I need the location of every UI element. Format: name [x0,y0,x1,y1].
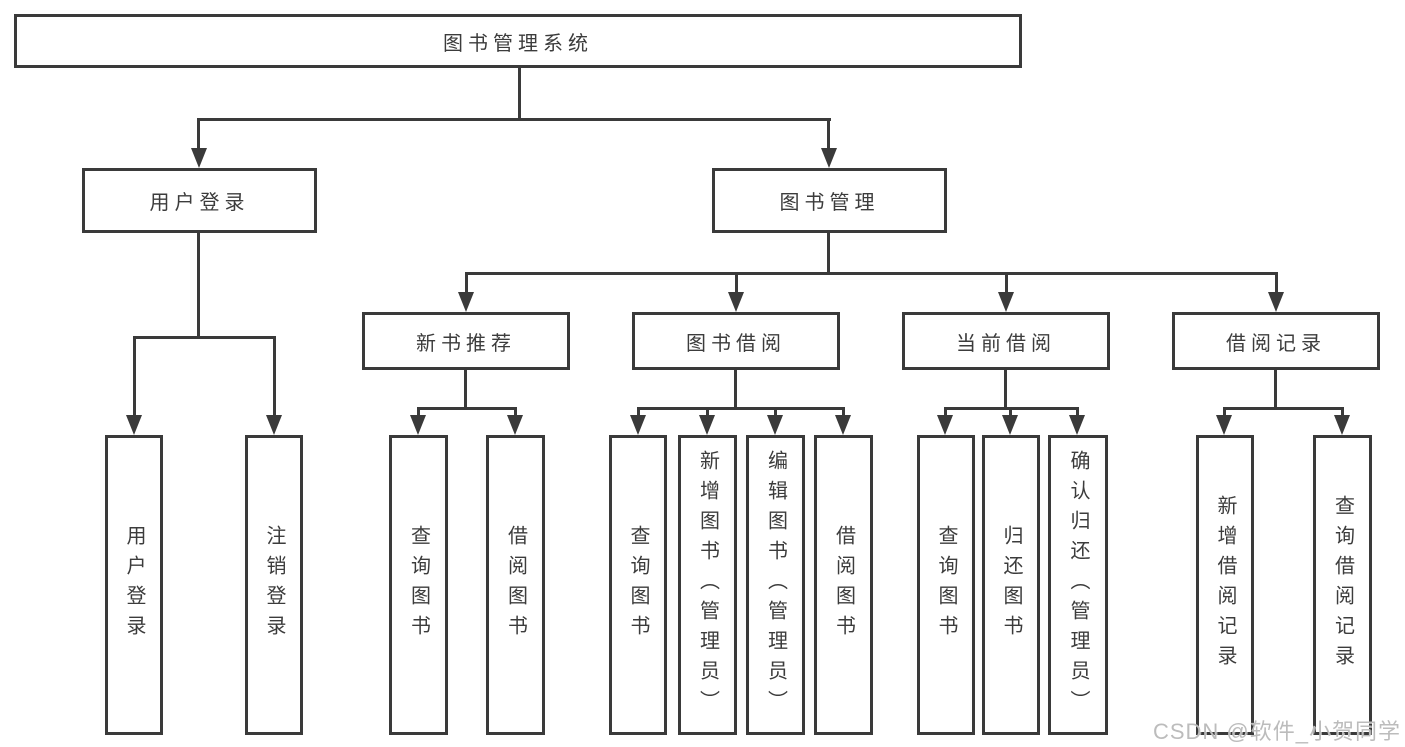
connector-stub-book-mgmt [827,118,830,150]
csdn-watermark: CSDN @软件_小贺同学 [1152,719,1401,744]
node-br-query-record: 查询借阅记录 [1313,435,1372,735]
connector-stub-bb-add [706,407,709,417]
connector-recommend-rail [417,407,516,410]
connector-stub-br-add [1223,407,1226,417]
arrowhead-user-login [191,148,207,168]
node-logout: 注销登录 [245,435,303,735]
node-user-login: 用户登录 [82,168,317,233]
arrowhead-bb-query [630,415,646,435]
node-book-borrow: 图书借阅 [632,312,840,370]
node-book-management: 图书管理 [712,168,947,233]
connector-stub-bb-query [637,407,640,417]
node-borrow-records: 借阅记录 [1172,312,1380,370]
connector-stub-br-query [1341,407,1344,417]
connector-records-rail [1223,407,1343,410]
connector-stub-cb-return [1009,407,1012,417]
connector-stub-login [133,336,136,417]
connector-login-rail [133,336,276,339]
connector-level3-rail [465,272,1278,275]
arrowhead-bb-add [699,415,715,435]
node-bb-edit-books-admin: 编辑图书（管理员） [746,435,805,735]
node-cb-confirm-return-admin: 确认归还（管理员） [1048,435,1108,735]
connector-recommend-drop [464,370,467,410]
connector-stub-rec-query [417,407,420,417]
connector-stub-cb-query [944,407,947,417]
arrowhead-login [126,415,142,435]
connector-stub-records [1275,272,1278,294]
connector-borrow-drop [734,370,737,410]
node-current-borrow: 当前借阅 [902,312,1110,370]
node-bb-add-books-admin: 新增图书（管理员） [678,435,737,735]
connector-stub-cb-confirm [1076,407,1079,417]
arrowhead-bb-borrow [835,415,851,435]
arrowhead-cb-confirm [1069,415,1085,435]
connector-stub-logout [273,336,276,417]
arrowhead-br-query [1334,415,1350,435]
arrowhead-recommend [458,292,474,312]
node-rec-borrow-books: 借阅图书 [486,435,545,735]
connector-borrow-rail [637,407,844,410]
connector-stub-current [1005,272,1008,294]
node-rec-query-books: 查询图书 [389,435,448,735]
connector-root-drop [518,68,521,121]
connector-stub-recommend [465,272,468,294]
connector-level2-rail [197,118,831,121]
connector-current-drop [1004,370,1007,410]
arrowhead-borrow [728,292,744,312]
arrowhead-book-mgmt [821,148,837,168]
connector-stub-user-login [197,118,200,150]
node-new-book-recommend: 新书推荐 [362,312,570,370]
arrowhead-logout [266,415,282,435]
arrowhead-bb-edit [767,415,783,435]
node-br-add-record: 新增借阅记录 [1196,435,1254,735]
connector-login-drop [197,233,200,339]
arrowhead-rec-query [410,415,426,435]
connector-records-drop [1274,370,1277,410]
node-library-system: 图书管理系统 [14,14,1022,68]
connector-mgmt-drop [827,233,830,275]
connector-stub-rec-borrow [514,407,517,417]
connector-stub-borrow [735,272,738,294]
arrowhead-br-add [1216,415,1232,435]
node-bb-borrow-books: 借阅图书 [814,435,873,735]
connector-stub-bb-borrow [842,407,845,417]
arrowhead-rec-borrow [507,415,523,435]
node-cb-query-books: 查询图书 [917,435,975,735]
arrowhead-current [998,292,1014,312]
node-bb-query-books: 查询图书 [609,435,667,735]
connector-stub-bb-edit [774,407,777,417]
node-user-login-leaf: 用户登录 [105,435,163,735]
arrowhead-records [1268,292,1284,312]
arrowhead-cb-query [937,415,953,435]
arrowhead-cb-return [1002,415,1018,435]
node-cb-return-books: 归还图书 [982,435,1040,735]
